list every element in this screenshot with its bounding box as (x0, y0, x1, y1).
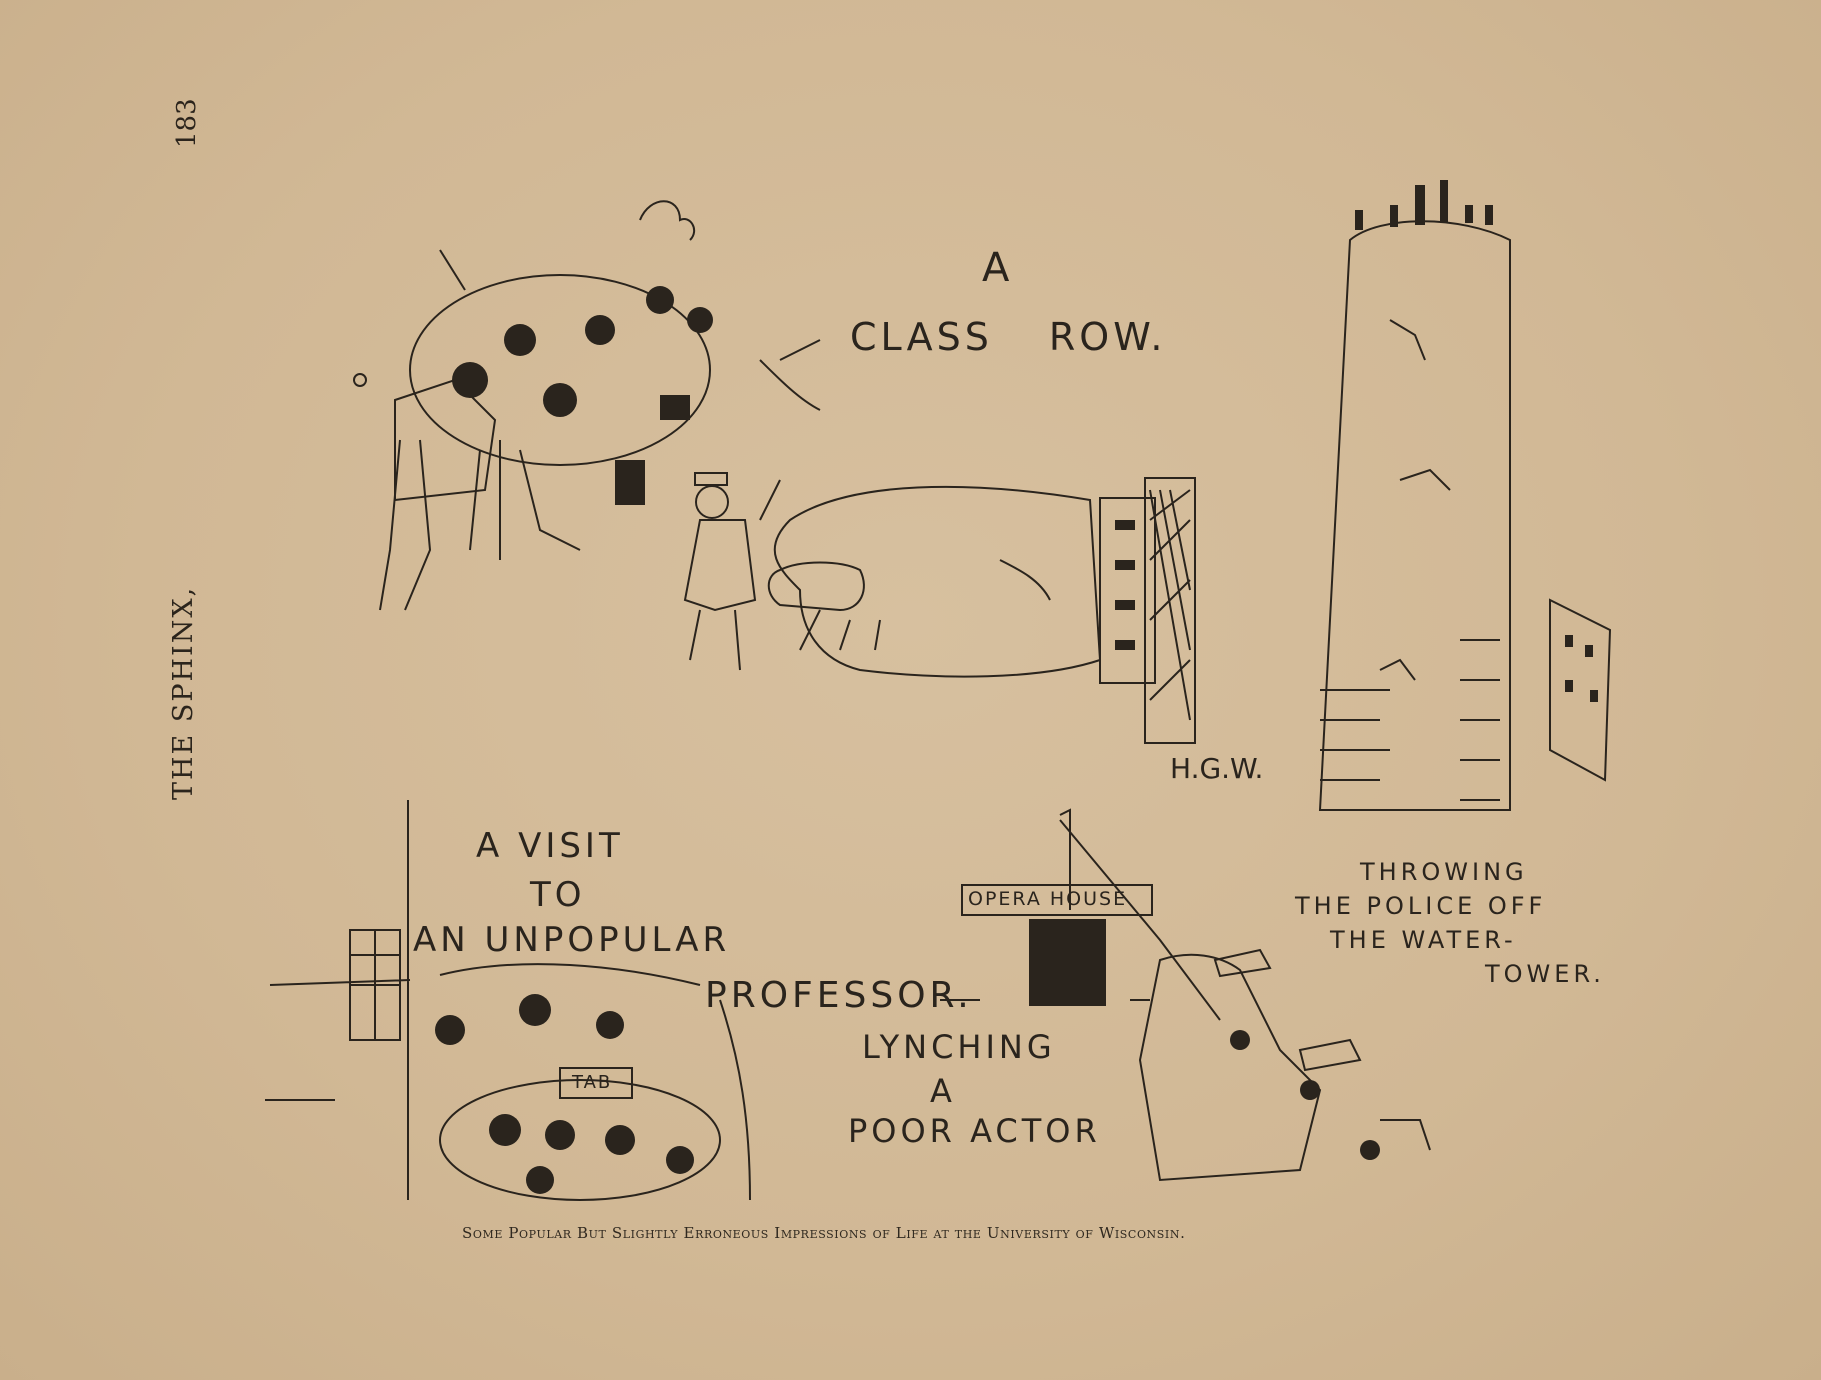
professor-title-line1: A VISIT (476, 826, 624, 866)
class-row-title-line1: A (982, 245, 1014, 291)
water-tower-title-line2: THE POLICE OFF (1295, 892, 1547, 920)
professor-title-line2: TO (530, 875, 586, 915)
actor-title-line2: A (930, 1072, 956, 1110)
water-tower-title-line1: THROWING (1360, 858, 1528, 886)
opera-house-sign: OPERA HOUSE (968, 888, 1128, 910)
professor-title-line3: AN UNPOPULAR (413, 920, 731, 960)
lynching-actor-drawing (940, 808, 1431, 1182)
actor-title-line1: LYNCHING (862, 1028, 1056, 1066)
water-tower-title-line3: THE WATER- (1330, 926, 1517, 954)
water-tower-drawing (1318, 180, 1612, 811)
giant-hand-drawing (767, 477, 1196, 744)
professor-title-line4: PROFESSOR. (705, 975, 973, 1016)
professor-visit-drawing (265, 800, 751, 1201)
water-tower-title-line4: TOWER. (1485, 960, 1605, 988)
page-caption: Some Popular But Slightly Erroneous Impr… (462, 1224, 1186, 1242)
professor-sign: TAB (572, 1072, 613, 1093)
class-row-drawing (353, 200, 821, 671)
artist-signature: H.G.W. (1170, 752, 1264, 785)
actor-title-line3: POOR ACTOR (848, 1112, 1101, 1150)
class-row-title-line2: CLASS ROW. (850, 315, 1167, 359)
